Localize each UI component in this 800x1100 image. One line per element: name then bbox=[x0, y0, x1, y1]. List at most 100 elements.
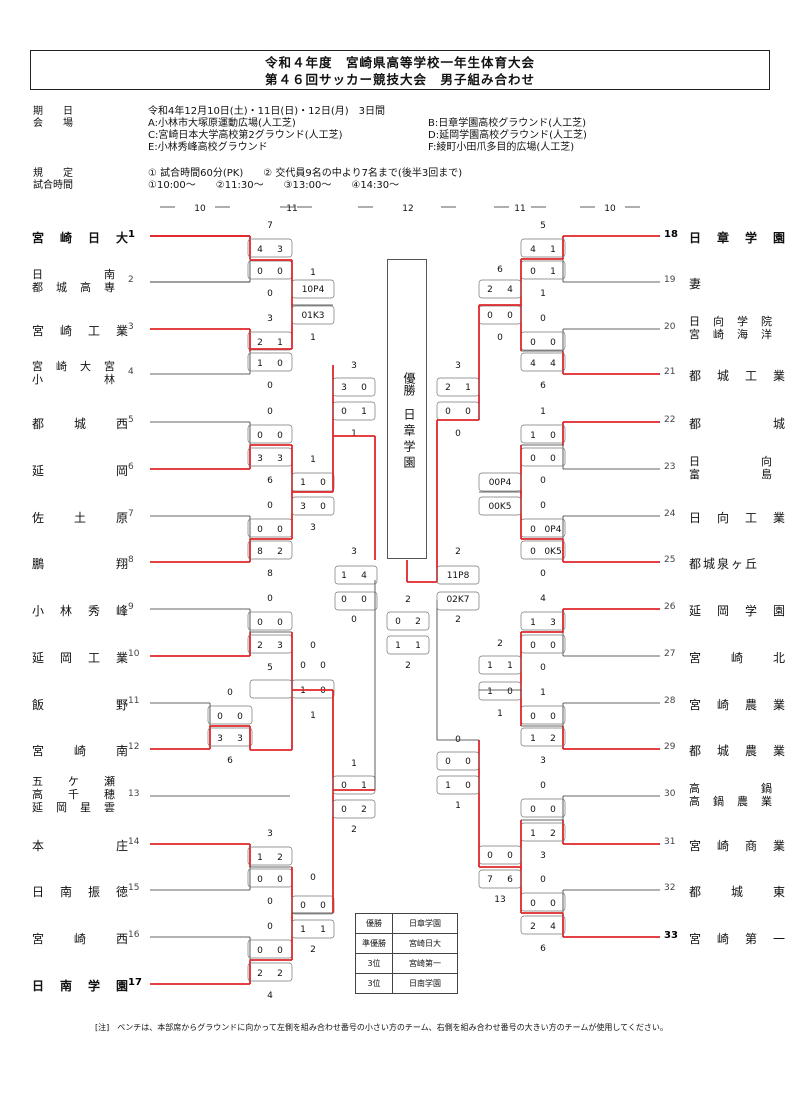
right-team-number: 19 bbox=[664, 275, 676, 285]
left-team-8: 鵬 翔 bbox=[32, 555, 130, 572]
title-line-2: 第４６回サッカー競技大会 男子組み合わせ bbox=[264, 72, 535, 87]
right-team-19: 妻 bbox=[689, 275, 703, 292]
score-text: 1 bbox=[351, 429, 357, 439]
score-text: 1 bbox=[445, 781, 451, 791]
score-text: 3 bbox=[351, 547, 357, 557]
score-text: 0 bbox=[300, 661, 306, 671]
right-team-number: 29 bbox=[664, 742, 676, 752]
venue-a: A:小林市大塚原運動広場(人工芝) bbox=[148, 118, 296, 129]
score-box bbox=[386, 611, 430, 631]
score-box bbox=[247, 238, 293, 258]
right-team-30: 高 鍋高 鍋 農 業 bbox=[689, 782, 773, 808]
score-text: 2 bbox=[487, 285, 493, 295]
left-team-number: 4 bbox=[128, 367, 134, 377]
result-place: 3位 bbox=[355, 953, 393, 974]
left-team-17: 日 南 学 園 bbox=[32, 977, 130, 994]
score-box bbox=[247, 540, 293, 560]
result-team: 日章学園 bbox=[392, 913, 458, 934]
right-team-31: 宮 崎 商 業 bbox=[689, 837, 787, 854]
score-box bbox=[291, 472, 335, 492]
score-text: 00K5 bbox=[488, 502, 511, 512]
score-text: 1 bbox=[257, 359, 263, 369]
score-text: 2 bbox=[257, 338, 263, 348]
score-text: 0 bbox=[487, 851, 493, 861]
score-text: 0 bbox=[465, 757, 471, 767]
score-text: 3 bbox=[277, 454, 283, 464]
left-team-number: 6 bbox=[128, 462, 134, 472]
score-text: 0 bbox=[550, 338, 556, 348]
score-box bbox=[332, 799, 376, 819]
right-team-20: 日 向 学 院宮 崎 海 洋 bbox=[689, 315, 773, 341]
score-box bbox=[520, 331, 566, 351]
score-text: 3 bbox=[341, 383, 347, 393]
left-team-12: 宮 崎 南 bbox=[32, 742, 130, 759]
score-text: 0 bbox=[550, 431, 556, 441]
score-text: 6 bbox=[540, 944, 546, 954]
score-text: 3 bbox=[257, 454, 263, 464]
title-box: 令和４年度 宮崎県高等学校一年生体育大会 第４６回サッカー競技大会 男子組み合わ… bbox=[30, 50, 770, 90]
score-text: 0 bbox=[550, 454, 556, 464]
score-text: 0 bbox=[267, 407, 273, 417]
rule-value: ① 試合時間60分(PK) ② 交代員9名の中より7名まで(後半3回まで) bbox=[148, 168, 463, 179]
venue-e: E:小林秀峰高校グラウンド bbox=[148, 142, 268, 153]
score-text: 3 bbox=[310, 523, 316, 533]
score-text: 0 bbox=[277, 875, 283, 885]
footnote: [注] ベンチは、本部席からグラウンドに向かって左側を組み合わせ番号の小さい方の… bbox=[95, 1023, 668, 1032]
result-team: 日南学園 bbox=[392, 973, 458, 994]
score-text: 3 bbox=[217, 734, 223, 744]
score-box bbox=[478, 845, 522, 865]
team-name-line: 日 向 学 院 bbox=[689, 315, 773, 328]
left-team-number: 12 bbox=[128, 742, 140, 752]
score-text: 1 bbox=[361, 407, 367, 417]
right-team-number: 33 bbox=[664, 930, 678, 941]
score-box bbox=[247, 611, 293, 631]
score-text: 3 bbox=[300, 502, 306, 512]
left-team-5: 都 城 西 bbox=[32, 415, 130, 432]
team-name-line: 高 鍋 bbox=[689, 782, 773, 795]
score-box bbox=[478, 279, 522, 299]
score-text: 0 bbox=[540, 476, 546, 486]
score-text: 0 bbox=[341, 781, 347, 791]
score-box bbox=[520, 798, 566, 818]
score-box bbox=[247, 331, 293, 351]
score-text: 1 bbox=[310, 268, 316, 278]
score-text: 0 bbox=[320, 686, 326, 696]
score-text: 1 bbox=[465, 383, 471, 393]
result-row: 3位宮崎第一 bbox=[355, 953, 458, 974]
score-box bbox=[478, 496, 522, 516]
score-text: 10P4 bbox=[302, 285, 325, 295]
score-box bbox=[520, 260, 566, 280]
score-text: 3 bbox=[237, 734, 243, 744]
score-text: 1 bbox=[550, 267, 556, 277]
score-box bbox=[291, 305, 335, 325]
score-text: 2 bbox=[257, 641, 263, 651]
team-name-line: 日 南 振 徳 bbox=[32, 885, 131, 899]
score-text: 2 bbox=[310, 945, 316, 955]
score-box bbox=[436, 401, 480, 421]
score-box bbox=[520, 915, 566, 935]
team-name-line: 宮 崎 工 業 bbox=[32, 324, 131, 338]
team-name-line: 鵬 翔 bbox=[32, 557, 131, 571]
score-text: 1 bbox=[300, 478, 306, 488]
score-text: 0 bbox=[540, 501, 546, 511]
score-text: 1 bbox=[361, 781, 367, 791]
score-box bbox=[291, 496, 335, 516]
score-text: 0 bbox=[550, 712, 556, 722]
right-team-number: 26 bbox=[664, 602, 676, 612]
score-box bbox=[291, 919, 335, 939]
score-text: 0 bbox=[445, 407, 451, 417]
time-value: ①10:00～ ②11:30～ ③13:00～ ④14:30～ bbox=[148, 180, 400, 191]
date-value: 令和4年12月10日(土)・11日(日)・12日(月) 3日間 bbox=[148, 106, 386, 117]
score-text: 3 bbox=[351, 361, 357, 371]
score-text: 10 bbox=[604, 204, 616, 214]
left-team-number: 8 bbox=[128, 555, 134, 565]
left-team-14: 本 庄 bbox=[32, 837, 130, 854]
date-label: 期 日 bbox=[33, 106, 73, 117]
right-team-number: 28 bbox=[664, 696, 676, 706]
score-text: 0 bbox=[540, 781, 546, 791]
score-text: 6 bbox=[227, 756, 233, 766]
score-text: 1 bbox=[540, 688, 546, 698]
result-place: 優勝 bbox=[355, 913, 393, 934]
score-text: 2 bbox=[415, 617, 421, 627]
score-text: 2 bbox=[455, 547, 461, 557]
